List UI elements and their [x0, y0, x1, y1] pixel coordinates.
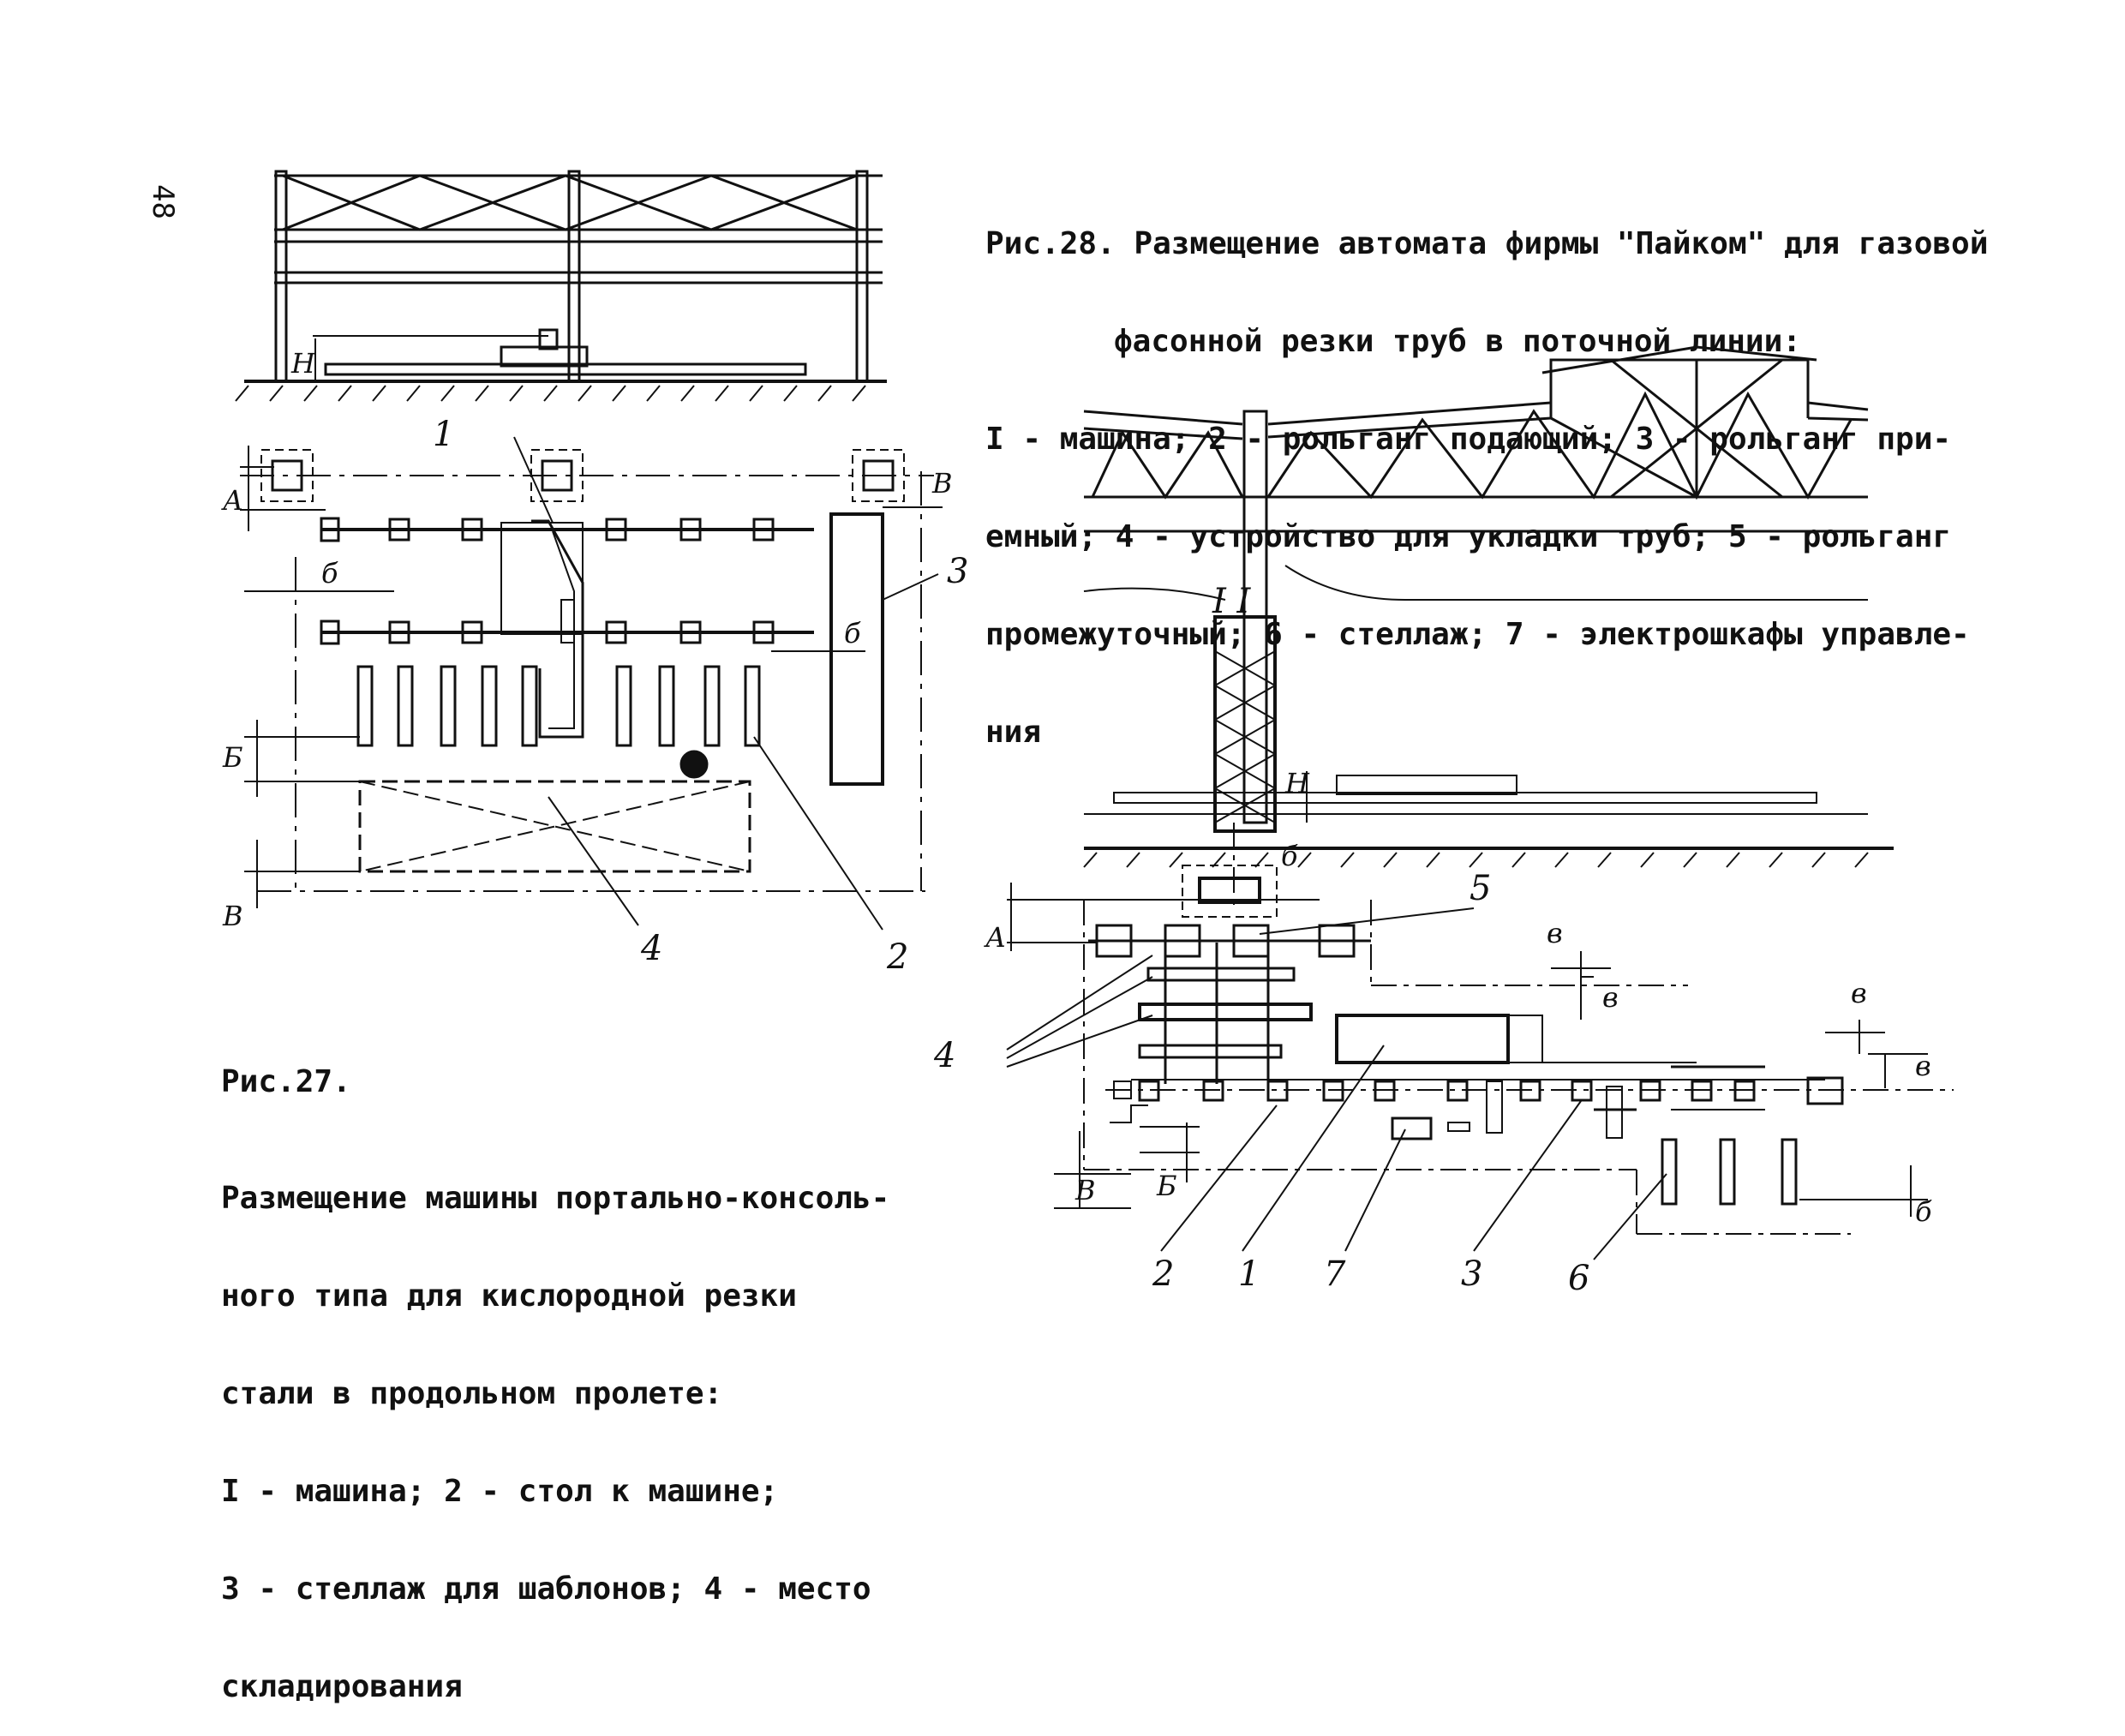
fig27-elevation: Н [235, 170, 887, 402]
fig28-caption-line: Рис.28. Размещение автомата фирмы "Пайко… [985, 226, 1989, 261]
fig28-dim-b-right: б [1915, 1195, 1932, 1228]
fig28-callout-3: 3 [1461, 1254, 1482, 1294]
fig28-dim-v3: в [1851, 977, 1867, 1009]
fig28-caption-line: ния [985, 715, 1042, 750]
fig27-H-label: Н [290, 347, 316, 380]
fig27-dim-b2: б [844, 617, 861, 650]
fig27-caption-line: стали в продольном пролете: [221, 1376, 723, 1411]
fig28-dim-v4: в [1915, 1050, 1931, 1082]
fig28-callout-1: 1 [1238, 1254, 1260, 1294]
fig27-dim-v: В [931, 467, 953, 500]
fig28-callout-4: 4 [933, 1036, 955, 1075]
drawings: Н [221, 170, 1954, 1298]
fig28-dim-b-top: б [1281, 840, 1298, 872]
fig27-callout-1: 1 [433, 415, 454, 454]
fig27-dim-V: В [222, 900, 243, 932]
fig28-caption: Рис.28. Размещение автомата фирмы "Пайко… [985, 163, 1988, 781]
fig28-dim-v1: в [1547, 917, 1563, 949]
fig28-H-label: Н [1284, 767, 1310, 799]
fig27-plan: 1 3 4 2 А б Б В В б [221, 415, 968, 977]
fig28-callout-5: 5 [1470, 869, 1491, 908]
fig28-dim-A: А [984, 921, 1006, 954]
fig28-plan: А б [933, 840, 1954, 1298]
fig28-dim-B: Б [1156, 1170, 1177, 1202]
fig28-callout-7: 7 [1324, 1254, 1346, 1294]
fig27-caption-line: ного типа для кислородной резки [221, 1278, 797, 1314]
fig28-callout-2: 2 [1152, 1254, 1174, 1294]
fig27-callout-2: 2 [886, 937, 908, 977]
fig28-elevation: I I Н [1083, 345, 1894, 908]
fig28-I-beam-label: I I [1212, 582, 1252, 621]
fig28-dim-v2: в [1602, 981, 1619, 1014]
fig27-dim-B: Б [222, 741, 243, 774]
fig27-dim-A: А [221, 484, 243, 517]
fig27-caption-line: Размещение машины портально-консоль- [221, 1181, 890, 1216]
fig27-callout-3: 3 [947, 552, 968, 591]
fig28-caption-line: емный; 4 - устройство для укладки труб; … [985, 519, 1952, 554]
fig28-dim-V-left: В [1074, 1174, 1096, 1206]
fig27-title: Рис.27. [221, 1064, 351, 1099]
fig27-caption-line: складирования [221, 1669, 463, 1704]
fig27-caption-line: 3 - стеллаж для шаблонов; 4 - место [221, 1571, 871, 1607]
fig28-caption-line: промежуточный; 6 - стеллаж; 7 - электрош… [985, 617, 1970, 652]
fig27-dim-b: б [321, 557, 338, 590]
fig28-caption-line: фасонной резки труб в поточной линии: [1114, 324, 1801, 359]
fig27-callout-4: 4 [640, 929, 662, 968]
fig28-callout-6: 6 [1568, 1259, 1589, 1298]
